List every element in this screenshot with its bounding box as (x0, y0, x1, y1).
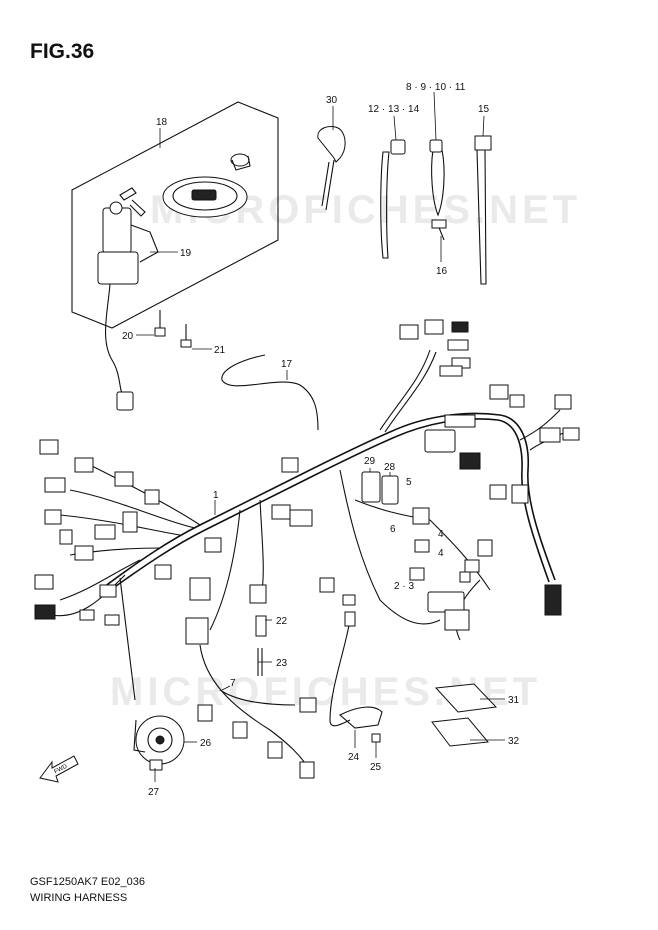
callout-21: 21 (214, 345, 226, 356)
lock-set-part-18 (71, 101, 279, 411)
callouts: 18 19 20 21 30 12 · 13 · 14 8 · 9 · 10 ·… (122, 82, 520, 798)
callout-4b: 4 (438, 548, 444, 559)
callout-24: 24 (348, 752, 360, 763)
callout-18: 18 (156, 117, 168, 128)
label-parts (431, 683, 498, 747)
callout-1: 1 (213, 490, 219, 501)
main-harness-part-1 (49, 349, 571, 771)
callout-31: 31 (508, 695, 520, 706)
callout-15: 15 (478, 104, 490, 115)
callout-20: 20 (122, 331, 134, 342)
callout-32: 32 (508, 736, 520, 747)
callout-12-14: 12 · 13 · 14 (368, 104, 420, 115)
callout-27: 27 (148, 787, 160, 798)
fwd-arrow-icon: FWD (39, 755, 79, 783)
callout-4a: 4 (438, 529, 444, 540)
page-title: FIG.36 (30, 40, 95, 63)
leader-lines (136, 91, 505, 782)
figure-name: WIRING HARNESS (30, 892, 128, 904)
callout-30: 30 (326, 95, 338, 106)
key-part-30 (317, 125, 346, 211)
clamp-parts (380, 135, 492, 285)
callout-2-3: 2 · 3 (394, 581, 414, 592)
harness-connectors (34, 319, 580, 779)
callout-5: 5 (406, 477, 412, 488)
callout-8-11: 8 · 9 · 10 · 11 (406, 82, 466, 93)
callout-23: 23 (276, 658, 288, 669)
callout-16: 16 (436, 266, 448, 277)
callout-6: 6 (390, 524, 396, 535)
callout-25: 25 (370, 762, 382, 773)
horn-part-26 (133, 715, 185, 771)
callout-29: 29 (364, 456, 376, 467)
callout-7: 7 (230, 678, 236, 689)
callout-19: 19 (180, 248, 192, 259)
figure-code: GSF1250AK7 E02_036 (30, 876, 145, 888)
callout-17: 17 (281, 359, 293, 370)
callout-28: 28 (384, 462, 396, 473)
callout-22: 22 (276, 616, 288, 627)
callout-26: 26 (200, 738, 212, 749)
